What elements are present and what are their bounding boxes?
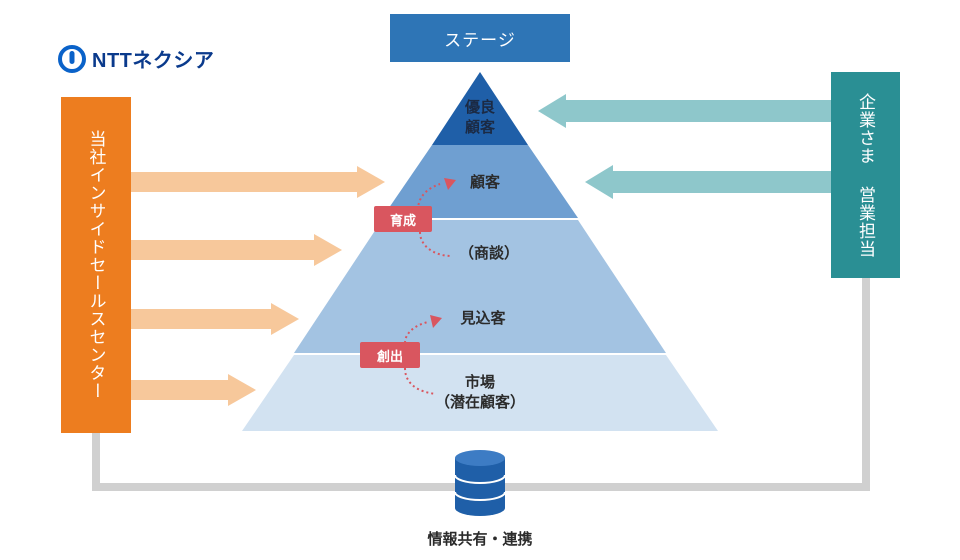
left-arrow-2 (131, 234, 342, 266)
pyramid-tier-prospect (294, 220, 666, 353)
create-flow-down (404, 367, 437, 395)
nurture-flow-down (419, 231, 453, 257)
inside-sales-center-box: 当社インサイドセールスセンター (61, 97, 131, 433)
create-flow-up (404, 321, 429, 344)
level-label-premium-customer: 優良 顧客 (464, 98, 495, 136)
right-arrow-2 (585, 165, 831, 199)
info-sharing-label: 情報共有・連携 (427, 530, 533, 548)
create-tag: 創出 (360, 342, 420, 368)
pyramid-tier-customer (382, 145, 578, 218)
client-sales-rep-box: 企業さま 営業担当 (831, 72, 900, 278)
nurture-tag: 育成 (374, 206, 432, 232)
level-label-prospect: 見込客 (460, 309, 506, 327)
left-arrow-1 (131, 166, 385, 198)
right-connector-line (505, 278, 870, 491)
database-icon (454, 450, 506, 516)
level-label-negotiation: （商談） (458, 244, 519, 262)
left-arrow-4 (131, 374, 256, 406)
level-label-market: 市場 （潜在顧客） (434, 373, 525, 411)
create-arrowhead (430, 315, 442, 328)
stage-header: ステージ (390, 14, 570, 62)
ntt-nexia-logo: NTTネクシア (58, 44, 214, 73)
pyramid-tier-top (432, 72, 528, 145)
right-arrow-1 (538, 94, 831, 128)
left-connector-line (92, 433, 455, 491)
logo-text: NTTネクシア (92, 50, 215, 72)
level-label-customer: 顧客 (469, 173, 500, 191)
ntt-logo-mark-icon (58, 44, 86, 73)
left-arrow-3 (131, 303, 299, 335)
nurture-arrowhead (444, 178, 456, 190)
pyramid-tier-market (242, 355, 718, 431)
